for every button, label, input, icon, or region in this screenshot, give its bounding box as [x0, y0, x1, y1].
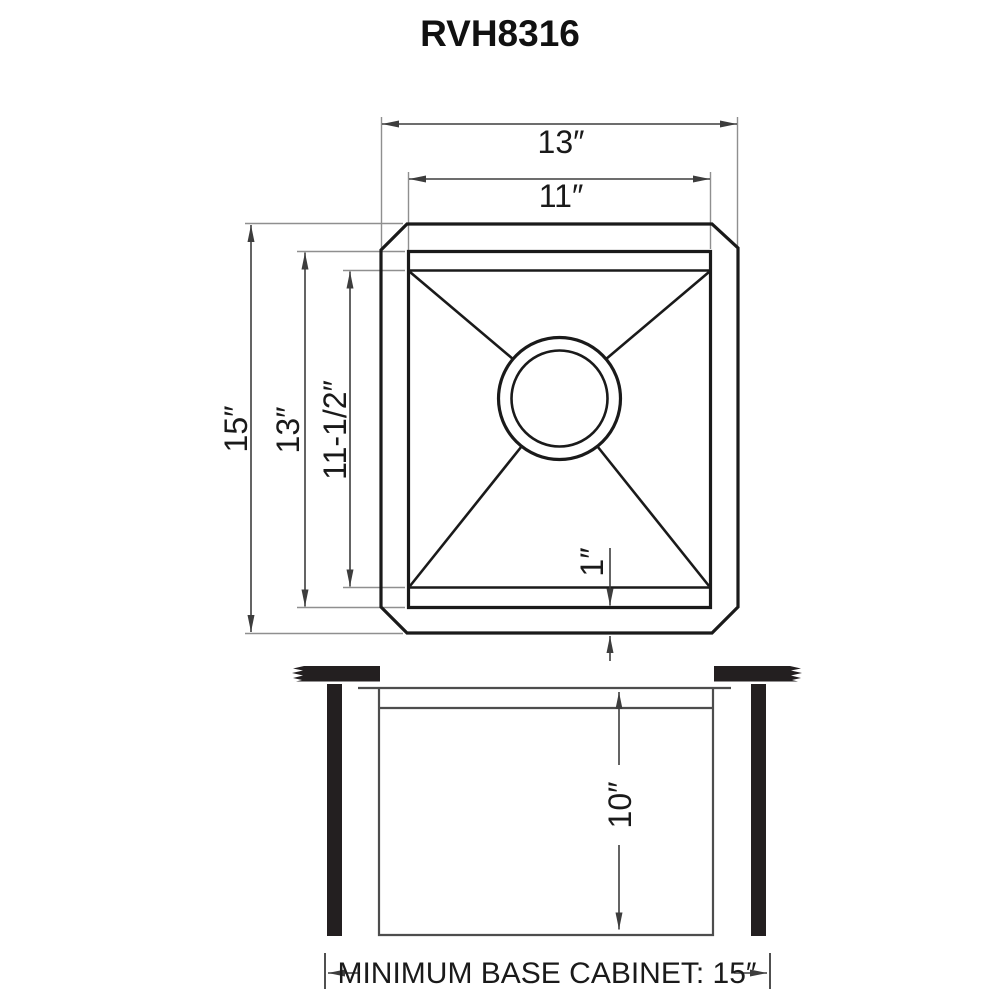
cabinet-wall-right	[751, 684, 766, 936]
dim-bowl-width: 11″	[409, 175, 710, 214]
dim-outer-depth: 15″	[218, 225, 255, 632]
dim-bowl-depth: 13″	[270, 252, 309, 607]
dim-label-bowl-width: 11″	[539, 178, 584, 214]
cabinet-wall-left	[327, 684, 342, 936]
dim-base-cabinet: MINIMUM BASE CABINET: 15″	[324, 953, 771, 990]
top-view: 13″ 11″ 15″ 13″ 11-1/2″ 1″	[218, 117, 740, 661]
dim-label-bowl-depth: 13″	[270, 407, 306, 454]
side-view: 10″ MINIMUM BASE CABINET: 15″	[292, 666, 802, 990]
dim-label-flat-depth: 11-1/2″	[317, 380, 353, 480]
dim-rim-width: 1″	[574, 547, 614, 661]
model-number-title: RVH8316	[420, 13, 580, 54]
dim-label-rim-width: 1″	[574, 547, 610, 576]
countertop-left-section	[292, 666, 380, 682]
dim-label-depth: 10″	[602, 782, 638, 829]
cabinet-min-label: MINIMUM BASE CABINET: 15″	[337, 957, 756, 990]
sink-bowl-section	[377, 688, 715, 937]
bowl-corner-line-bottom-right	[596, 445, 711, 587]
bowl-corner-line-bottom-left	[408, 445, 523, 587]
bowl-corner-line-top-right	[604, 271, 710, 361]
dim-outer-width: 13″	[382, 120, 737, 160]
dim-label-outer-width: 13″	[538, 124, 585, 160]
countertop-right-section	[714, 666, 802, 682]
dim-label-outer-depth: 15″	[218, 406, 254, 453]
dim-flat-depth: 11-1/2″	[317, 271, 354, 587]
sink-outer-rim-outline	[379, 222, 740, 635]
dim-bowl-height: 10″	[602, 692, 638, 930]
sink-bowl-outline	[406, 249, 713, 610]
drain-outer-circle	[496, 335, 623, 462]
drain-inner-circle	[510, 349, 609, 448]
extension-lines	[245, 117, 739, 635]
bowl-corner-line-top-left	[409, 271, 515, 361]
